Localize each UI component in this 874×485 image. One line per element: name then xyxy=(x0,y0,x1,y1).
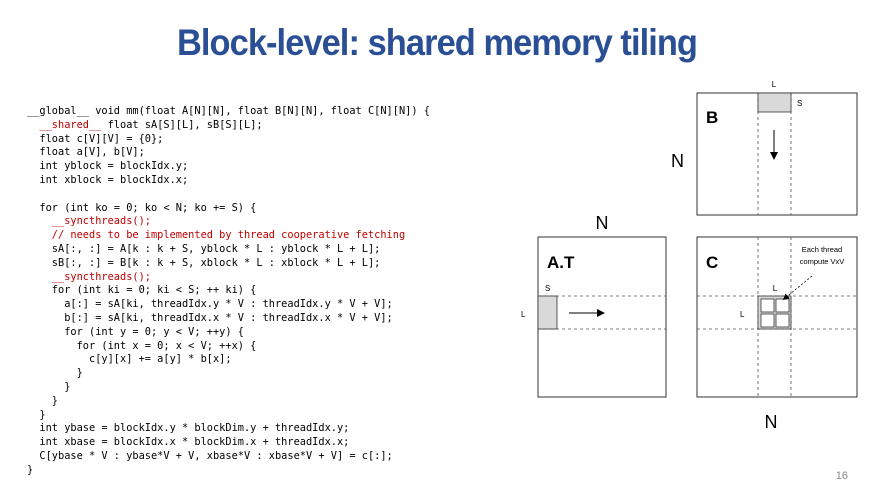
slide-title: Block-level: shared memory tiling xyxy=(176,22,698,63)
matrix-c-label: C xyxy=(706,253,718,272)
code-line: float c[V][V] = {0}; xyxy=(27,132,164,145)
code-line: } xyxy=(27,394,58,407)
code-line: __syncthreads(); xyxy=(27,215,151,228)
matrix-c-subtile xyxy=(775,313,790,328)
matrix-b-top-label: L xyxy=(772,80,777,89)
code-line: for (int x = 0; x < V; ++x) { xyxy=(27,339,257,352)
matrix-at-top-label: N xyxy=(596,213,609,233)
matrix-c-subtile xyxy=(760,313,775,328)
matrix-b-tile-label: S xyxy=(797,99,802,108)
code-line: sA[:, :] = A[k : k + S, yblock * L : ybl… xyxy=(27,242,381,255)
code-line: b[:] = sA[ki, threadIdx.x * V : threadId… xyxy=(27,311,393,324)
code-line: C[ybase * V : ybase*V + V, xbase*V : xba… xyxy=(27,449,393,462)
code-block: __global__ void mm(float A[N][N], float … xyxy=(27,105,430,478)
code-line: for (int ko = 0; ko < N; ko += S) { xyxy=(27,201,257,214)
code-line: for (int y = 0; y < V; ++y) { xyxy=(27,325,244,338)
code-line: int xbase = blockIdx.x * blockDim.x + th… xyxy=(27,436,350,449)
code-line: c[y][x] += a[y] * b[x]; xyxy=(27,353,232,366)
code-line: a[:] = sA[ki, threadIdx.y * V : threadId… xyxy=(27,298,393,311)
code-line: } xyxy=(27,408,46,421)
matrix-c-subtile xyxy=(775,298,790,313)
matrix-at-tile-label: S xyxy=(545,284,550,293)
matrix-at-label: A.T xyxy=(547,253,575,272)
page-number: 16 xyxy=(835,470,848,482)
code-line: } xyxy=(27,367,83,380)
code-line: for (int ki = 0; ki < S; ++ ki) { xyxy=(27,284,257,297)
code-line: __syncthreads(); xyxy=(27,270,151,283)
code-line: int yblock = blockIdx.y; xyxy=(27,160,189,173)
code-line: } xyxy=(27,380,71,393)
matrix-b-label: B xyxy=(706,108,718,127)
code-line: __global__ void mm(float A[N][N], float … xyxy=(27,105,430,117)
matrix-b-tile xyxy=(757,92,792,113)
code-line: } xyxy=(27,463,34,476)
code-line: __shared__ float sA[S][L], sB[S][L]; xyxy=(27,118,263,131)
code-line: int ybase = blockIdx.y * blockDim.y + th… xyxy=(27,422,350,435)
matrix-c-tile-side-label: L xyxy=(740,310,745,319)
matrix-b-side-label: N xyxy=(671,151,684,171)
matrix-c: C L L N Each thread compute VxV xyxy=(696,236,858,432)
code-line: float a[V], b[V]; xyxy=(27,146,145,159)
matrix-c-subtile xyxy=(760,298,775,313)
matrix-at: A.T N S L xyxy=(521,213,667,398)
matrix-c-tile-top-label: L xyxy=(773,284,778,293)
matrix-b: B L S N xyxy=(671,80,858,216)
matrix-c-note-line2: compute VxV xyxy=(800,257,845,266)
code-line: // needs to be implemented by thread coo… xyxy=(27,229,406,242)
matrix-c-bottom-label: N xyxy=(765,412,778,432)
code-line: sB[:, :] = B[k : k + S, xblock * L : xbl… xyxy=(27,256,381,269)
code-line: int xblock = blockIdx.x; xyxy=(27,173,189,186)
matrix-at-side-label: L xyxy=(521,310,526,319)
matrix-at-tile xyxy=(537,295,558,330)
matrix-c-note-line1: Each thread xyxy=(802,245,842,254)
